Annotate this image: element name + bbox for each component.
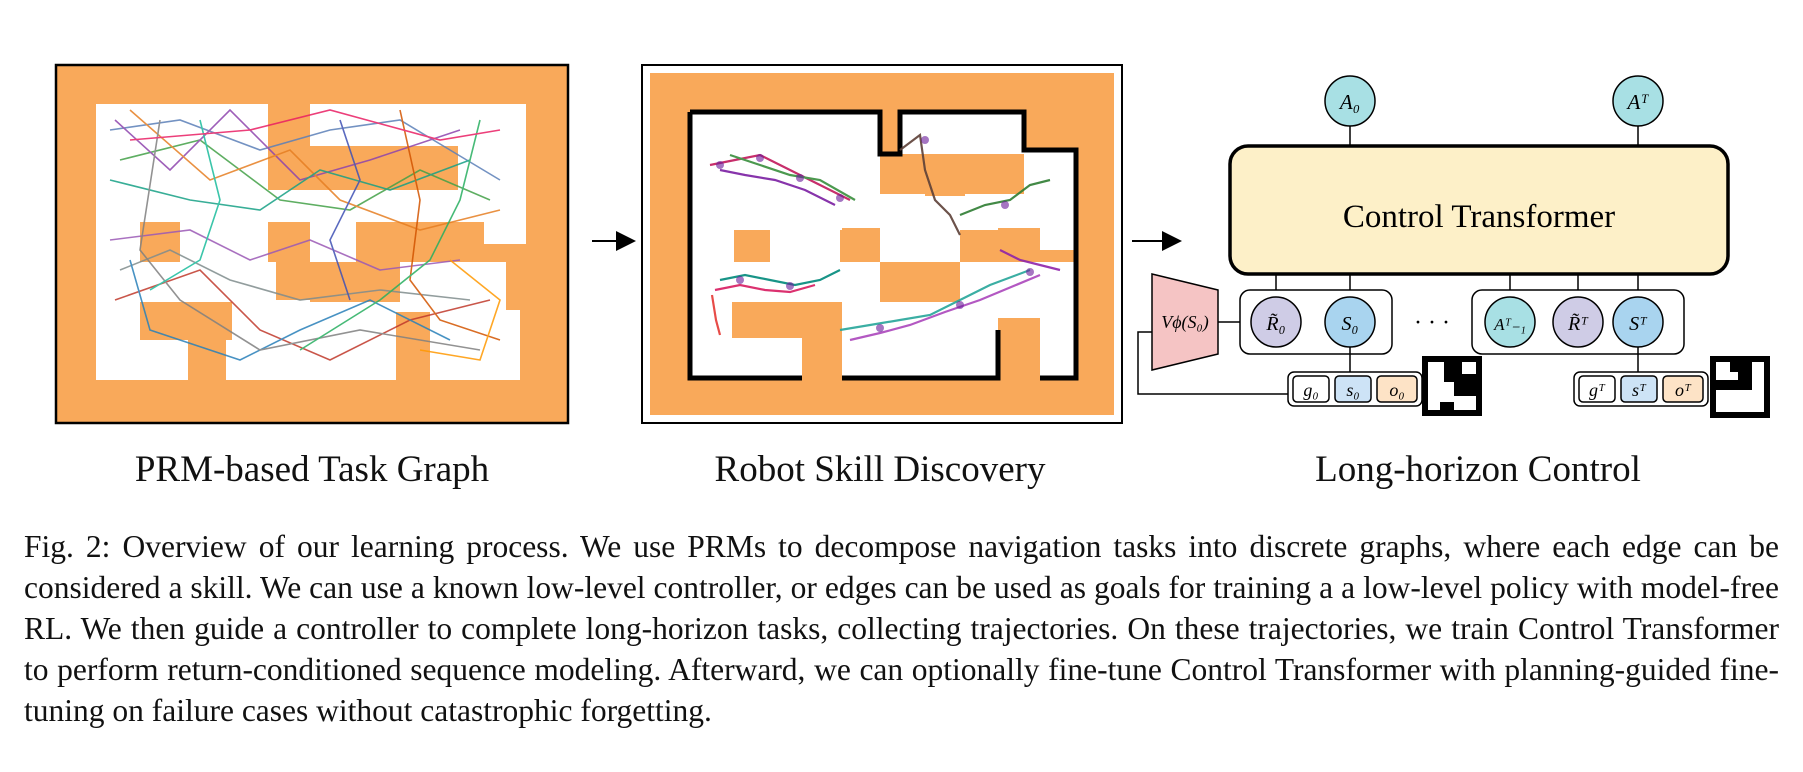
action-output-label: Aᵀ [1626,90,1650,114]
state-token-label: S₀ [1342,313,1359,335]
action-token-label: Aᵀ₋₁ [1493,315,1526,334]
observation-label: o₀ [1389,380,1404,400]
value-function-label: Vϕ(S₀) [1161,312,1209,333]
figure-caption: Fig. 2: Overview of our learning process… [24,529,1779,728]
state-label: sᵀ [1632,380,1647,400]
state-box [1334,375,1372,403]
return-token [1250,296,1302,348]
state-box [1620,375,1658,403]
transformer-block [1228,144,1730,276]
observation-box [1376,375,1418,403]
transformer-title: Control Transformer [1343,199,1615,235]
goal-box [1292,375,1330,403]
action-output-node [1612,75,1664,127]
return-token [1552,296,1604,348]
action-token [1484,296,1536,348]
goal-box [1578,375,1616,403]
goal-label: g₀ [1303,380,1318,400]
control-transformer-diagram: A₀ Aᵀ Control Transformer R̃₀ S₀ · · · A… [1137,75,1770,418]
panel-label-robot-skill-discovery: Robot Skill Discovery [714,449,1046,490]
value-function-block [1151,273,1219,371]
state-label: s₀ [1346,380,1359,400]
robot-skill-discovery-panel [641,64,1123,424]
action-output-node [1324,75,1376,127]
panel-label-long-horizon-control: Long-horizon Control [1315,449,1641,490]
action-output-label: A₀ [1338,90,1360,114]
return-token-label: R̃ᵀ [1567,312,1589,335]
return-token-label: R̃₀ [1265,312,1285,335]
state-token-label: Sᵀ [1629,313,1648,335]
panel-label-prm-task-graph: PRM-based Task Graph [134,449,490,490]
local-map-thumbnail [1422,356,1482,416]
local-map-thumbnail [1710,356,1770,418]
prm-task-graph-panel [54,63,570,425]
overview-figure: A₀ Aᵀ Control Transformer R̃₀ S₀ · · · A… [54,63,1770,425]
observation-box [1662,375,1704,403]
ellipsis: · · · [1414,310,1450,336]
goal-label: gᵀ [1589,380,1606,400]
observation-label: oᵀ [1675,380,1692,400]
